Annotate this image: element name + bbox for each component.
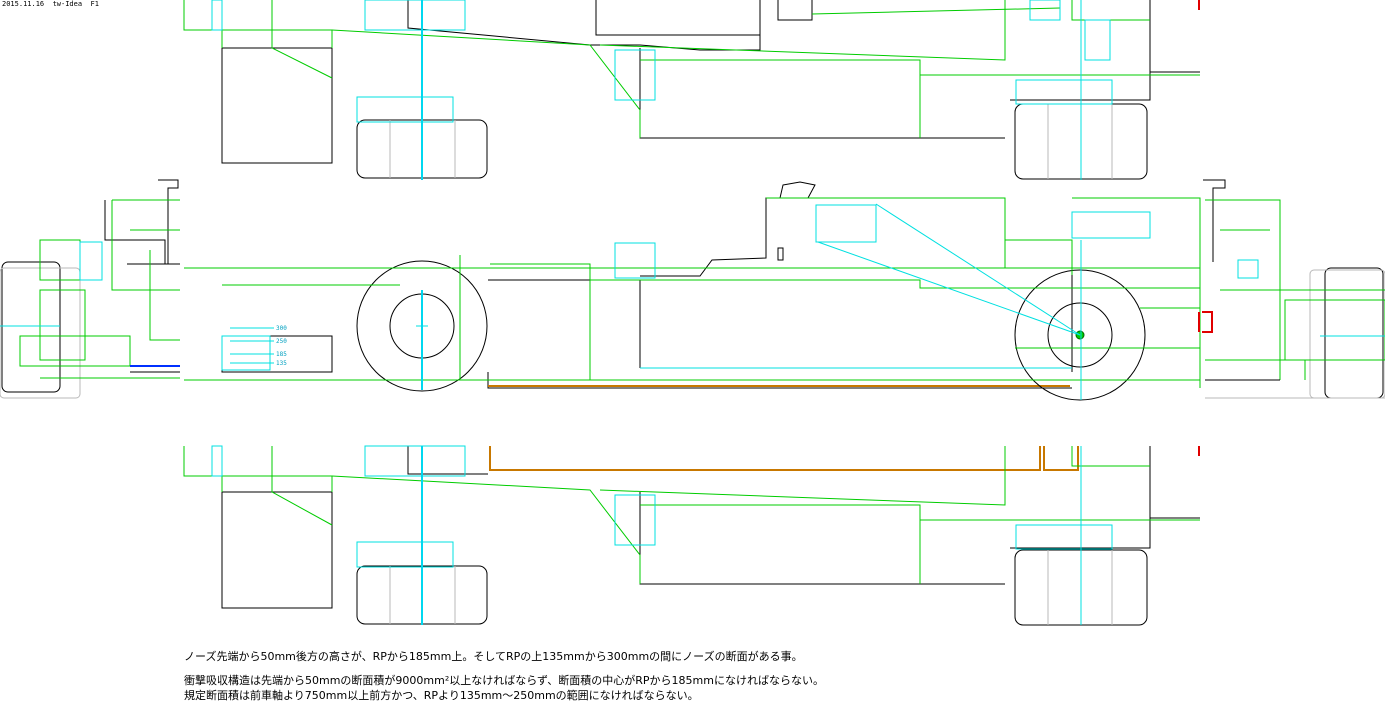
gauge-level-135: 135 bbox=[276, 360, 287, 367]
side-view bbox=[0, 179, 1385, 401]
top-view-lower bbox=[183, 445, 1200, 626]
note-nose-height: ノーズ先端から50mm後方の高さが、RPから185mm上。そしてRPの上135m… bbox=[184, 650, 803, 663]
nose-height-gauge: 300 250 185 135 bbox=[230, 325, 287, 367]
top-view-upper bbox=[183, 0, 1200, 180]
gauge-level-250: 250 bbox=[276, 338, 287, 345]
drawing-stamp: 2015.11.16 tw-Idea F1 bbox=[2, 0, 99, 8]
gauge-level-300: 300 bbox=[276, 325, 287, 332]
gauge-level-185: 185 bbox=[276, 351, 287, 358]
note-impact-structure: 衝撃吸収構造は先端から50mmの断面積が9000mm²以上なければならず、断面積… bbox=[184, 674, 824, 687]
note-cross-section: 規定断面積は前車軸より750mm以上前方かつ、RPより135mm〜250mmの範… bbox=[184, 689, 699, 702]
